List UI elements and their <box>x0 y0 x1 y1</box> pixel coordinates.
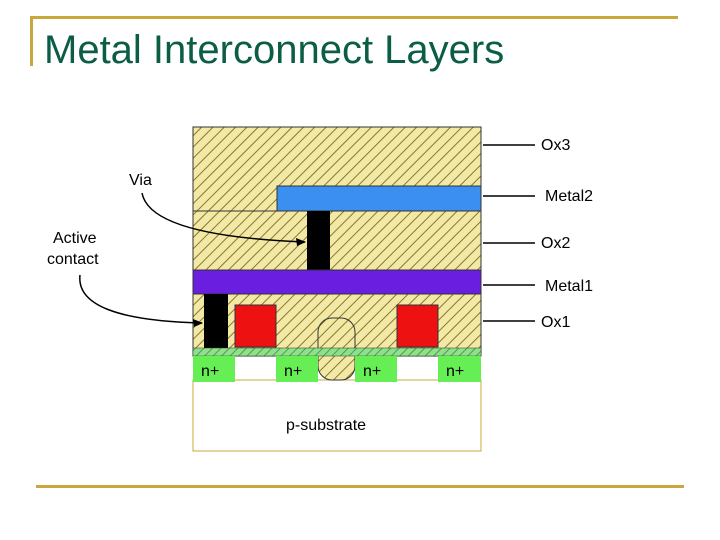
via-arrowhead <box>296 238 306 246</box>
active-contact-plug <box>204 294 228 356</box>
frame-bottom-rule <box>36 485 684 488</box>
substrate-label: p-substrate <box>286 417 366 434</box>
via-arrow <box>141 192 306 243</box>
diffusion-n3 <box>355 356 397 382</box>
via-label: Via <box>129 172 152 189</box>
active-contact-label-line1: Active <box>53 230 97 247</box>
active-contact-label-line2: contact <box>47 251 99 268</box>
active-contact-arrowhead <box>193 319 203 327</box>
n-plus-label-2: n+ <box>284 363 302 380</box>
frame-left-rule <box>30 16 33 66</box>
via-plug <box>307 211 330 270</box>
metal2-label: Metal2 <box>545 188 593 205</box>
ox3-label: Ox3 <box>541 137 570 154</box>
diffusion-n2 <box>276 356 318 382</box>
metal2-layer <box>276 185 482 212</box>
diffusion-n1 <box>193 356 235 382</box>
diffusion-n4 <box>438 356 481 382</box>
ox2-label: Ox2 <box>541 235 570 252</box>
metal1-layer <box>192 269 482 295</box>
gate-oxide-strip <box>192 347 482 357</box>
slide-title: Metal Interconnect Layers <box>44 28 505 72</box>
p-substrate-region <box>192 379 482 452</box>
n-plus-label-3: n+ <box>363 363 381 380</box>
active-contact-arrow <box>79 274 203 324</box>
n-plus-label-4: n+ <box>446 363 464 380</box>
gate-left <box>234 304 277 348</box>
ox1-label: Ox1 <box>541 314 570 331</box>
metal1-label: Metal1 <box>545 278 593 295</box>
gate-right <box>396 304 439 348</box>
frame-top-rule <box>30 16 678 19</box>
ox2-layer <box>192 210 482 271</box>
n-plus-label-1: n+ <box>201 363 219 380</box>
